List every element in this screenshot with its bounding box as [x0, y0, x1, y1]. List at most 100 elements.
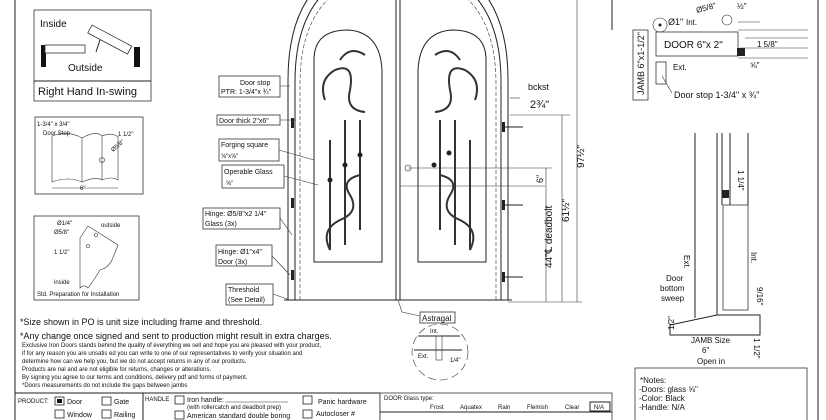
prep-outside: outside [101, 223, 121, 229]
checkbox-american[interactable] [174, 410, 185, 420]
terms: *Size shown in PO is unit size including… [20, 317, 332, 389]
checkbox-railing[interactable] [101, 409, 112, 419]
term-line: if for any reason you are unsatis ed you… [22, 351, 303, 357]
swing-diagram: Inside Outside Right Hand In-swing [33, 9, 152, 102]
product-door-label: Door [67, 399, 83, 406]
product-gate-label: Gate [114, 399, 129, 406]
astragal-quarter: 1/4" [450, 358, 460, 364]
door-elevation [284, 0, 523, 301]
prep-inside: inside [54, 280, 70, 286]
bckst-label: bckst [528, 82, 550, 92]
glass-option-rain[interactable]: Rain [498, 405, 510, 411]
swing-title: Right Hand In-swing [38, 86, 137, 98]
checkbox-autocloser[interactable] [302, 409, 313, 419]
note-change: *Any change once signed and sent to prod… [20, 331, 332, 341]
astragal-label: Astragal [422, 314, 452, 323]
bot-d112: 1 1/2" [752, 338, 761, 359]
glass-selected-box [589, 401, 611, 412]
callout-threshold-see: (See Detail) [228, 297, 265, 304]
notes-title: *Notes: [640, 376, 666, 385]
notes-color: -Color: Black [639, 394, 686, 403]
astragal-int: Int. [430, 329, 439, 335]
astragal-ext: Ext. [418, 354, 429, 360]
dim-97-5: 97½" [576, 145, 587, 168]
term-line: *Doors measurements do not include the g… [22, 383, 187, 389]
bot-open: Open in [697, 357, 725, 366]
glass-option-flemish[interactable]: Flemish [527, 405, 548, 411]
bot-sweep-3: sweep [661, 294, 685, 303]
callouts: Door stop PTR: 1-3/4"x ¾" Door thick 2"x… [202, 75, 469, 381]
sec-stop: Door stop 1-3/4" x ¾" [674, 90, 759, 100]
prep-caption: Std. Preparation for Installation [37, 292, 119, 298]
bot-ext: Ext. [682, 255, 691, 269]
order-form: PRODUCT: Door Gate Window Railing HANDLE… [15, 367, 808, 420]
sec-five8: ⅝" [750, 61, 760, 70]
callout-threshold: Threshold [228, 287, 259, 294]
callout-operable-size: ⅝" [226, 181, 233, 187]
prep-d1: Ø1/4" [57, 221, 72, 227]
callout-door-thick: Door thick 2"x6" [219, 118, 269, 125]
callout-forging-size: ⅝"x⅝" [221, 154, 238, 160]
inside-label: Inside [40, 19, 67, 30]
note-size: *Size shown in PO is unit size including… [20, 317, 262, 327]
sec-jamb: JAMB 6"x1-1/2" [636, 32, 646, 95]
stop-size-label: 1-3/4" x 3/4" [37, 122, 70, 128]
callout-forging: Forging square [221, 142, 268, 149]
glass-option-frost[interactable]: Frost [430, 405, 444, 411]
prep-d3: 1 1/2" [54, 250, 69, 256]
checkbox-gate[interactable] [101, 396, 112, 406]
bot-int: Int. [749, 252, 758, 263]
bckst-value: 2¾" [530, 99, 549, 111]
glass-option-na[interactable]: N/A [594, 405, 604, 411]
callout-hinge-door: Hinge: Ø1"x4" [218, 249, 262, 256]
autocloser-label: Autocloser # [316, 411, 355, 418]
notes-handle: -Handle: N/A [639, 403, 685, 412]
bot-jamb-1: JAMB Size [691, 336, 731, 345]
sec-int: Int. [686, 18, 697, 27]
callout-ptr: PTR: 1-3/4"x ¾" [221, 89, 272, 96]
sec-w158: 1 5/8" [757, 40, 778, 49]
bot-d12a: 1/2" [667, 316, 676, 330]
checkbox-panic[interactable] [302, 395, 313, 405]
glass-label: DOOR Glass type: [384, 396, 434, 402]
dim-six: 6" [535, 175, 545, 183]
callout-operable: Operable Glass [224, 169, 273, 176]
prep-d2: Ø5/8" [54, 230, 69, 236]
sec-d1: Ø1" [668, 17, 683, 27]
term-line: determine how can we help you, but we do… [22, 359, 247, 365]
callout-hinge-glass-count: Glass (3x) [205, 221, 237, 228]
top-section-detail: Ø1" Int. Ø5/8" ½" JAMB 6"x1-1/2" DOOR 6"… [632, 1, 808, 101]
bottom-section-detail: 1 1/4" Ext. Int. Door bottom sweep 9/16"… [660, 133, 764, 366]
sec-d58: Ø5/8" [695, 1, 717, 15]
dim-61-5: 61½" [561, 199, 572, 222]
callout-hinge-glass: Hinge: Ø5/8"x2 1/4" [205, 211, 267, 218]
callout-hinge-door-count: Door (3x) [218, 259, 247, 266]
iron-handle-label: Iron handle: [187, 397, 224, 404]
handle-label: HANDLE [145, 397, 169, 403]
checkbox-iron-handle[interactable] [174, 395, 185, 405]
sec-ext: Ext. [673, 63, 687, 72]
std-prep-detail: Ø1/4" Ø5/8" 1 1/2" outside inside Std. P… [33, 215, 140, 301]
sec-half: ½" [737, 2, 747, 11]
term-line: Exclusive Iron Doors stands behind the q… [22, 343, 322, 349]
product-railing-label: Railing [114, 412, 136, 419]
glass-option-clear[interactable]: Clear [565, 405, 579, 411]
door-stop-detail: 1-3/4" x 3/4" Door Stop 1 1/2" Ø5/8" 6" [34, 116, 144, 195]
product-window-label: Window [67, 412, 93, 419]
term-line: Products are nal and are not eligible fo… [22, 367, 211, 373]
bot-sweep-1: Door [666, 274, 684, 283]
checkbox-window[interactable] [54, 409, 65, 419]
panic-label: Panic hardware [318, 399, 367, 406]
outside-label: Outside [68, 63, 103, 74]
glass-option-aquatex[interactable]: Aquatex [460, 405, 482, 411]
notes-doors: -Doors: glass ⅝" [639, 385, 698, 394]
product-label: PRODUCT: [18, 399, 49, 405]
iron-handle-sub: (with rollercatch and deadbolt prep) [187, 405, 281, 411]
dimensions: bckst 2¾" 6" 44"℄ deadbolt 61½" 97½" [400, 0, 587, 303]
bot-jamb-2: 6" [702, 346, 709, 355]
sec-door: DOOR 6"x 2" [664, 40, 723, 51]
stop-dim-1: 1 1/2" [118, 132, 133, 138]
bot-sweep-2: bottom [660, 284, 685, 293]
bot-d114: 1 1/4" [736, 170, 745, 191]
